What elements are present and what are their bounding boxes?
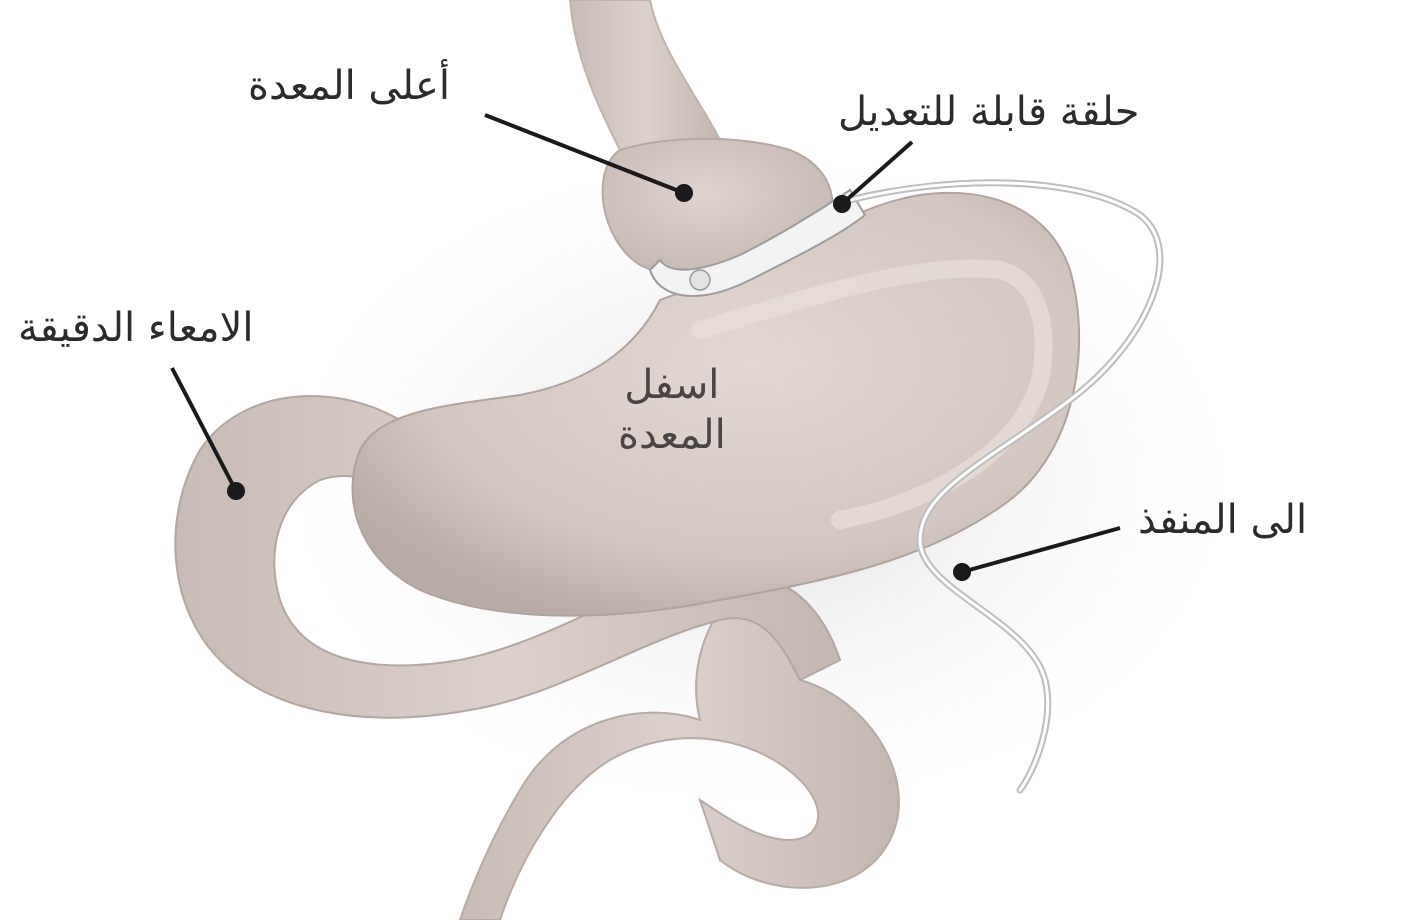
label-lower-stomach: اسفل المعدة	[618, 360, 726, 460]
label-small-intestine: الامعاء الدقيقة	[18, 308, 254, 348]
label-upper-stomach: أعلى المعدة	[248, 66, 450, 106]
label-lower-stomach-line2: المعدة	[618, 410, 726, 460]
label-adjustable-band: حلقة قابلة للتعديل	[838, 92, 1139, 132]
band-buckle	[690, 270, 710, 290]
label-to-port: الى المنفذ	[1138, 500, 1307, 540]
label-lower-stomach-line1: اسفل	[618, 360, 726, 410]
